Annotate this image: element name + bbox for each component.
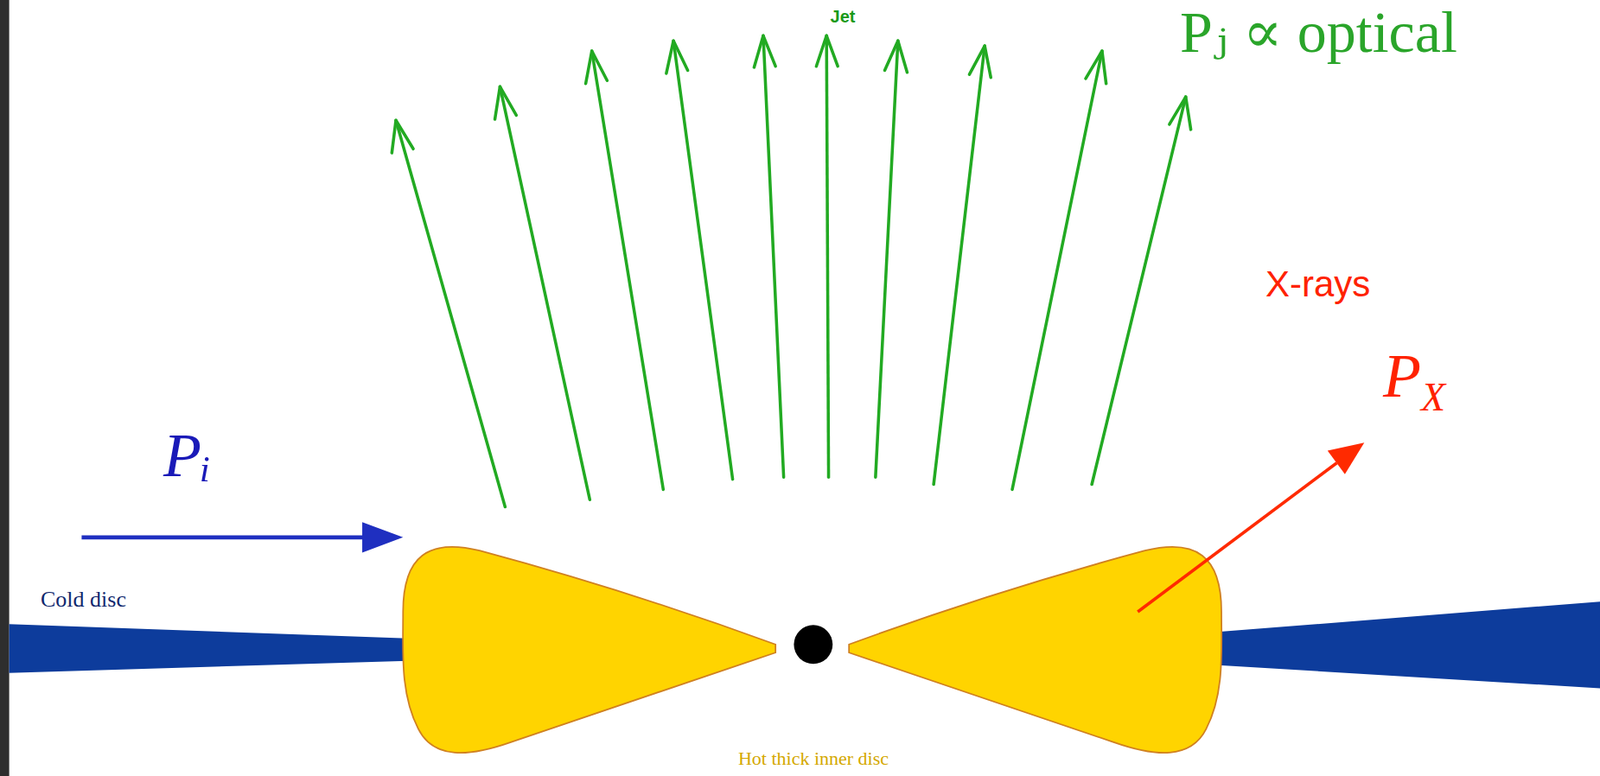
xray-arrowhead [1327, 442, 1365, 475]
cold-disc-label: Cold disc [40, 587, 127, 613]
hot-disc-right [848, 547, 1222, 753]
xray-label: X-rays [1265, 264, 1371, 305]
cold-disc-left [9, 624, 409, 674]
inflow-power-label: Pᵢ [163, 421, 211, 491]
hot-disc-left [402, 547, 776, 753]
power-subscript: X [1421, 375, 1446, 420]
black-hole [793, 624, 833, 664]
xray-arrow [1137, 463, 1337, 612]
slide-edge [0, 0, 10, 776]
jet-label: Jet [830, 6, 856, 26]
cold-disc-right [1214, 601, 1600, 689]
xray-power-label: PX [1383, 342, 1446, 421]
hot-disc-label: Hot thick inner disc [738, 748, 889, 770]
jet-arrows [391, 35, 1191, 507]
inflow-arrowhead [362, 522, 403, 553]
power-symbol: P [1383, 341, 1422, 411]
inflow-arrow [81, 535, 368, 541]
jet-power-label: Pⱼ ∝ optical [1179, 0, 1458, 65]
